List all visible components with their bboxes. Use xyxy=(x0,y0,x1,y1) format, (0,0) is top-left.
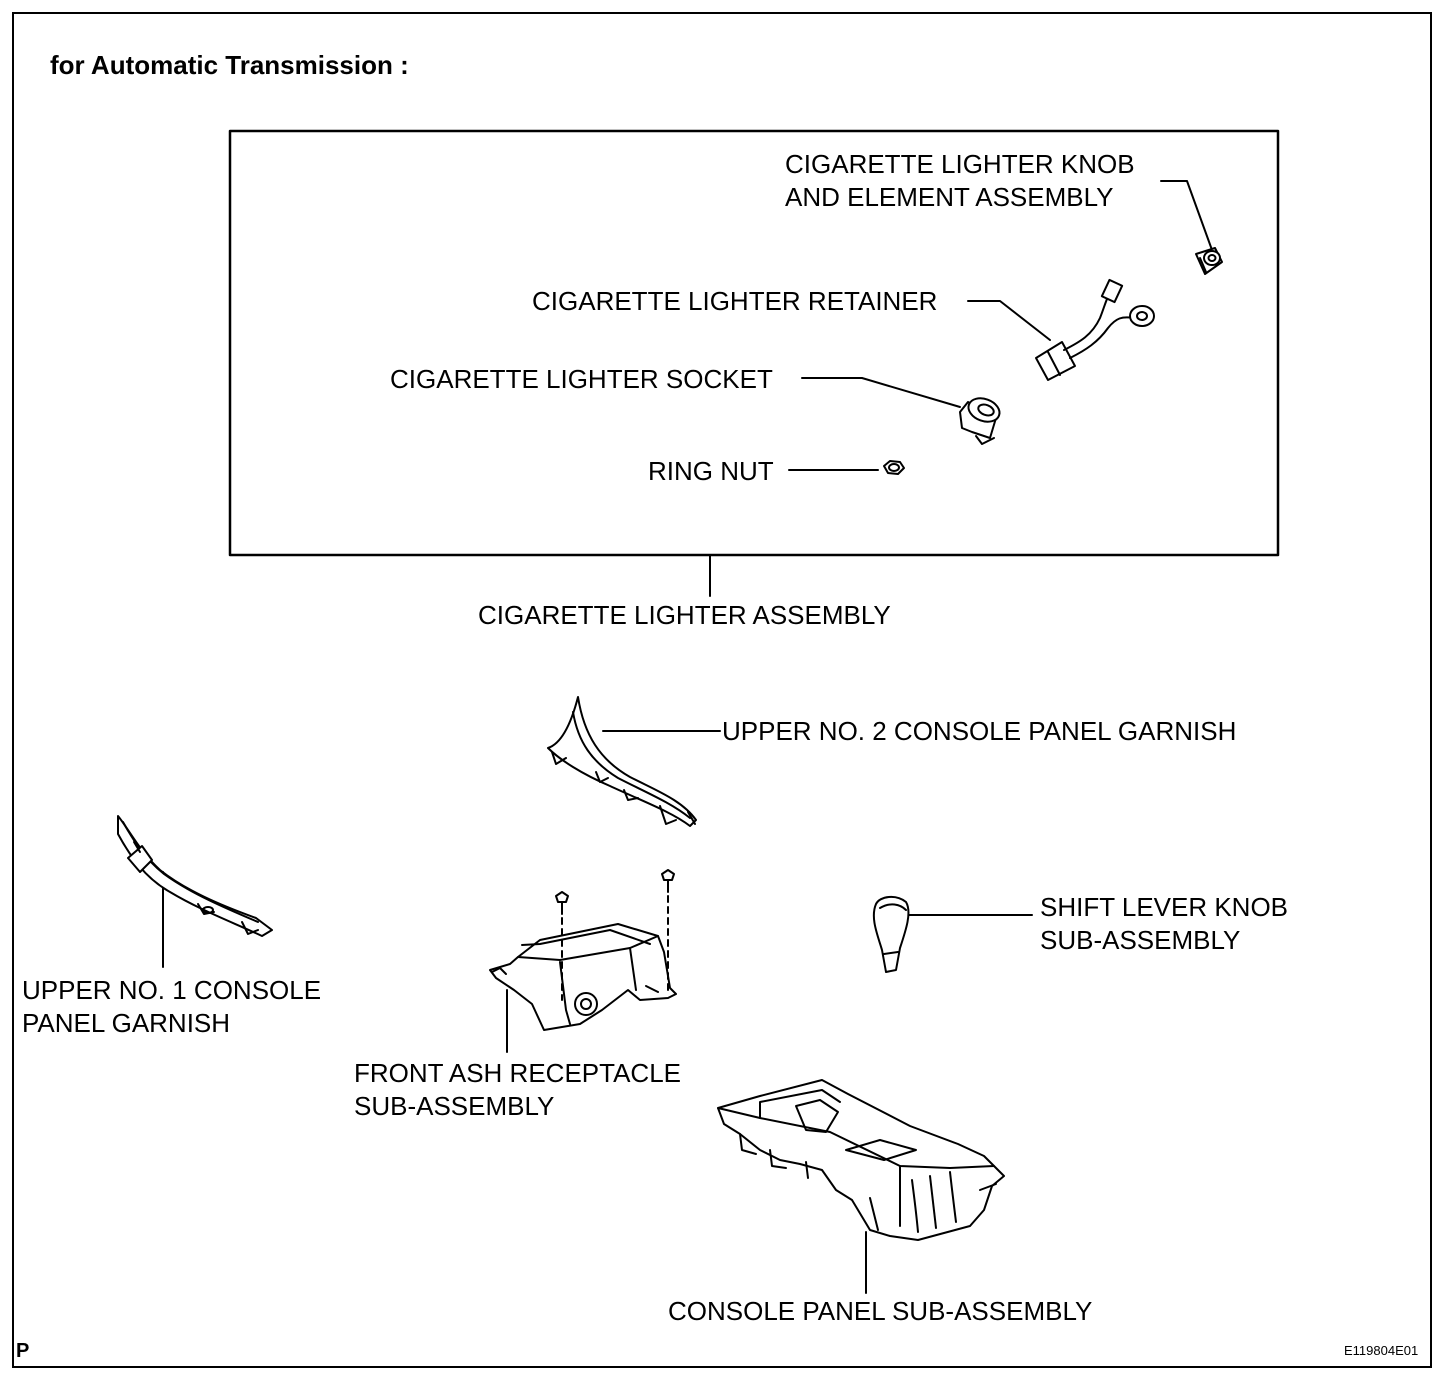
screw-right xyxy=(661,869,675,991)
label-upper-no1-garnish: UPPER NO. 1 CONSOLE PANEL GARNISH xyxy=(22,975,322,1038)
corner-code: P xyxy=(16,1340,30,1362)
label-shift-lever-knob: SHIFT LEVER KNOB SUB-ASSEMBLY xyxy=(1040,892,1289,955)
label-console-panel: CONSOLE PANEL SUB-ASSEMBLY xyxy=(668,1296,1093,1326)
label-front-ash-receptacle: FRONT ASH RECEPTACLE SUB-ASSEMBLY xyxy=(354,1058,681,1121)
socket-leader xyxy=(801,377,961,408)
label-upper-no2-garnish: UPPER NO. 2 CONSOLE PANEL GARNISH xyxy=(722,716,1237,746)
shift-knob-part xyxy=(872,896,910,973)
page-title: for Automatic Transmission : xyxy=(50,50,409,80)
retainer-leader xyxy=(967,300,1051,341)
lighter-assembly-box xyxy=(228,129,1280,557)
screw-left xyxy=(555,891,569,1001)
label-lighter-socket: CIGARETTE LIGHTER SOCKET xyxy=(390,364,773,394)
upper-no2-garnish-part xyxy=(547,696,697,827)
upper-no1-garnish-part xyxy=(117,815,273,937)
knob-element-leader xyxy=(1160,180,1213,251)
socket-part xyxy=(959,397,1001,445)
label-lighter-assembly: CIGARETTE LIGHTER ASSEMBLY xyxy=(478,600,891,630)
console-panel-part xyxy=(717,1079,1005,1241)
label-knob-element-assembly: CIGARETTE LIGHTER KNOB AND ELEMENT ASSEM… xyxy=(785,149,1135,212)
ring-nut-part xyxy=(883,460,905,475)
knob-element-part xyxy=(1195,247,1223,275)
diagram-frame xyxy=(12,12,1432,1368)
retainer-part xyxy=(1035,278,1155,381)
label-ring-nut: RING NUT xyxy=(648,456,774,486)
ash-receptacle-part xyxy=(489,869,677,1031)
figure-code: E119804E01 xyxy=(1344,1343,1419,1358)
label-lighter-retainer: CIGARETTE LIGHTER RETAINER xyxy=(532,286,938,316)
